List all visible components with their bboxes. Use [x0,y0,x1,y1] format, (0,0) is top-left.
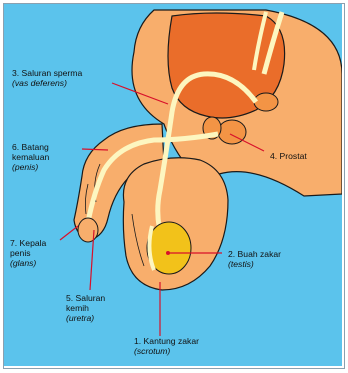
label-line: (uretra) [66,313,105,323]
label-line: 4. Prostat [270,151,307,161]
label-prostate: 4. Prostat [270,151,307,161]
seminal-vesicle [254,93,278,111]
anatomy-illustration [4,4,342,366]
label-line: penis [10,248,46,258]
leader-line-7 [60,226,78,240]
label-line: kemaluan [12,152,49,162]
label-line: (vas deferens) [12,78,82,88]
label-urethra: 5. Saluran kemih (uretra) [66,293,105,323]
label-scrotum: 1. Kantung zakar (scrotum) [134,336,199,356]
label-line: 1. Kantung zakar [134,336,199,346]
label-line: 3. Saluran sperma [12,68,82,78]
glans [78,218,98,242]
label-glans: 7. Kepala penis (glans) [10,238,46,268]
leader-dot-2 [166,251,170,255]
label-line: 5. Saluran [66,293,105,303]
label-line: 7. Kepala [10,238,46,248]
label-line: 6. Batang [12,142,49,152]
label-line: 2. Buah zakar [228,249,281,259]
label-penis: 6. Batang kemaluan (penis) [12,142,49,172]
label-vas-deferens: 3. Saluran sperma (vas deferens) [12,68,82,88]
label-line: (scrotum) [134,346,199,356]
label-line: (glans) [10,258,46,268]
label-line: (penis) [12,162,49,172]
label-line: kemih [66,303,105,313]
label-testis: 2. Buah zakar (testis) [228,249,281,269]
label-line: (testis) [228,259,281,269]
